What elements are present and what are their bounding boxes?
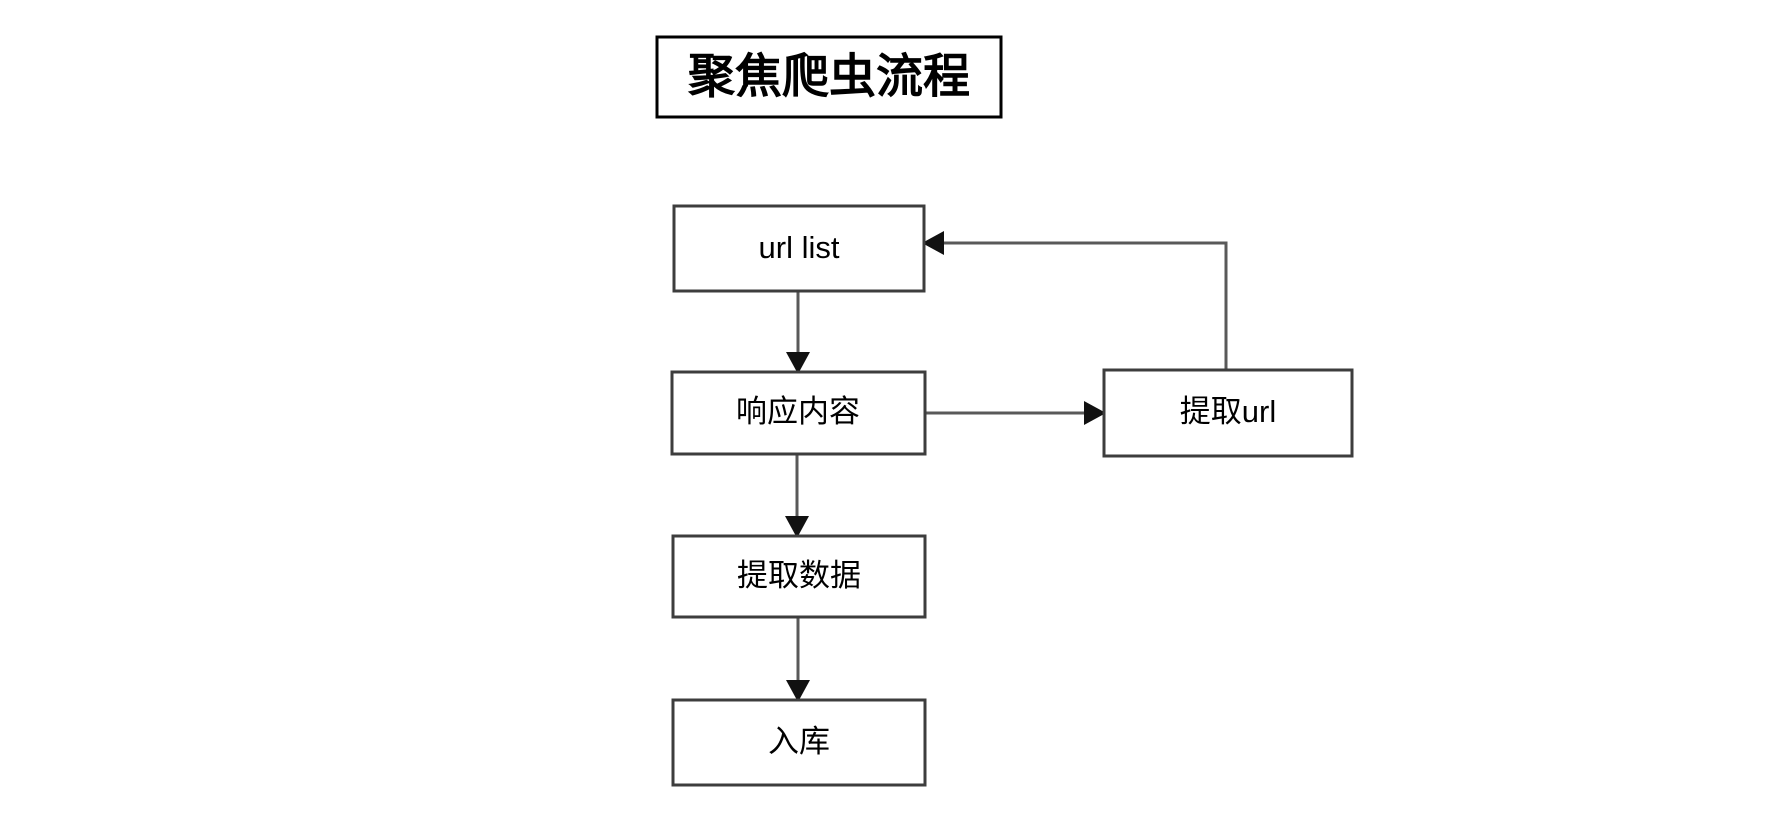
node-response-content-box[interactable]: [670, 370, 927, 456]
node-extract-data[interactable]: 提取数据: [671, 534, 927, 619]
node-extract-url-label: 提取url: [1180, 394, 1276, 429]
diagram-title-group: 聚焦爬虫流程: [655, 35, 1003, 119]
edges-group: [785, 231, 1228, 702]
node-extract-url-box[interactable]: [1102, 368, 1354, 458]
node-url-list[interactable]: url list: [672, 204, 926, 293]
node-extract-data-box[interactable]: [671, 534, 927, 619]
arrowhead-icon: [786, 680, 810, 702]
arrowhead-icon: [785, 516, 809, 538]
arrowhead-icon: [786, 352, 810, 374]
node-store-db[interactable]: 入库: [671, 698, 927, 787]
node-response-content-label: 响应内容: [736, 394, 860, 429]
node-url-list-label: url list: [759, 230, 840, 265]
edge-response-to-extract-data: [785, 454, 809, 538]
edge-extract-url-to-url-list: [922, 231, 1228, 370]
edge-response-to-extract-url: [925, 401, 1106, 425]
diagram-title-text: 聚焦爬虫流程: [687, 49, 970, 102]
node-store-db-box[interactable]: [671, 698, 927, 787]
edge-extract-data-to-store-db: [786, 617, 810, 702]
arrowhead-icon: [1084, 401, 1106, 425]
arrowhead-icon: [922, 231, 944, 255]
node-store-db-label: 入库: [768, 724, 830, 759]
node-response-content[interactable]: 响应内容: [670, 370, 927, 456]
edge-line: [932, 241, 1228, 370]
edge-url-list-to-response: [786, 291, 810, 374]
diagram-title-box: [655, 35, 1003, 119]
node-extract-url[interactable]: 提取url: [1102, 368, 1354, 458]
node-extract-data-label: 提取数据: [737, 558, 861, 593]
nodes-group: url list 响应内容 提取url 提取数据 入库: [670, 204, 1354, 787]
node-url-list-box[interactable]: [672, 204, 926, 293]
